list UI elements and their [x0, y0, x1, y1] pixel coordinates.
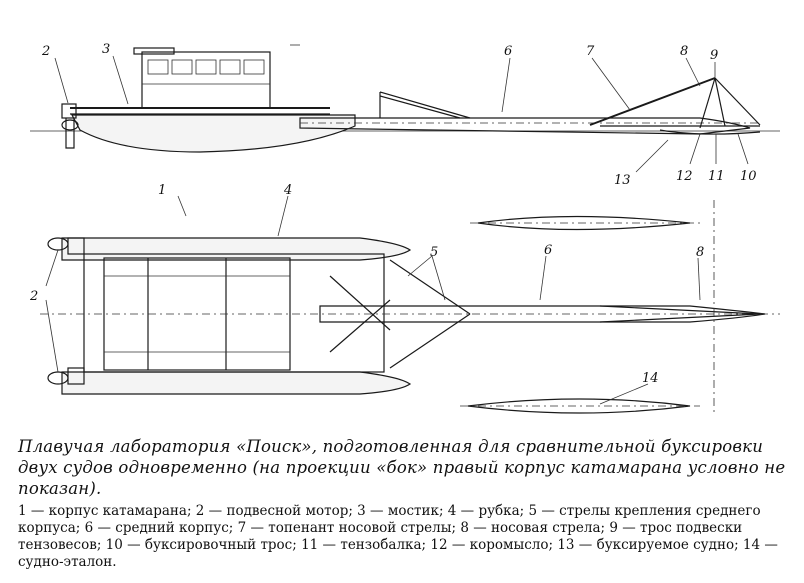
plan-label-6: 6: [544, 243, 552, 258]
side-label-3: 3: [102, 42, 110, 57]
figure-caption: Плавучая лаборатория «Поиск», подготовле…: [18, 436, 788, 571]
side-label-12: 12: [676, 169, 693, 184]
catamaran-drawing: 2 3 6 7 8 9 13 12 11 10: [29, 42, 780, 414]
plan-label-5: 5: [430, 245, 438, 260]
side-label-10: 10: [740, 169, 757, 184]
side-label-2: 2: [41, 44, 50, 59]
caption-legend: 1 — корпус катамарана; 2 — подвесной мот…: [18, 503, 778, 570]
side-label-8: 8: [680, 44, 688, 59]
side-view: 2 3 6 7 8 9 13 12 11 10: [30, 42, 780, 188]
caption-title: Плавучая лаборатория «Поиск», подготовле…: [18, 437, 786, 498]
side-label-13: 13: [614, 173, 631, 188]
plan-label-8: 8: [696, 245, 704, 260]
plan-label-14: 14: [642, 371, 659, 386]
side-label-11: 11: [708, 169, 725, 184]
plan-label-4: 4: [283, 183, 292, 198]
plan-label-1: 1: [158, 183, 166, 198]
plan-label-2: 2: [29, 289, 38, 304]
side-label-9: 9: [710, 48, 718, 63]
side-label-7: 7: [586, 44, 595, 59]
plan-view: 1 4 2 5 6 8 14: [29, 183, 780, 414]
side-label-6: 6: [504, 44, 512, 59]
